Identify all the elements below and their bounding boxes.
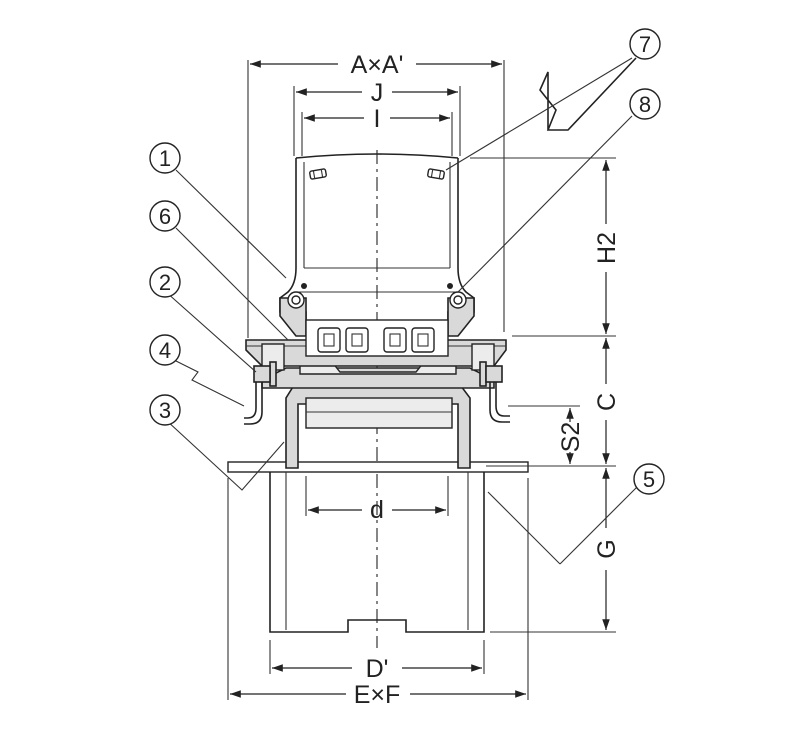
dim-label-g: G [593,539,621,558]
break-line [539,57,637,131]
callout-6: 6 [149,200,181,232]
svg-text:2: 2 [159,270,171,295]
dim-label-i: I [374,105,381,133]
anchor-pipe-left [244,382,263,425]
drain-body [261,361,495,469]
svg-text:4: 4 [159,338,171,363]
callout-7: 7 [629,28,661,60]
dimension-lines [230,60,610,698]
callout-1: 1 [149,142,181,174]
dim-label-d-prime: D' [366,655,389,683]
dim-label-a-a: A×A' [351,51,404,79]
callout-8: 8 [629,88,661,120]
dim-label-d: d [370,496,384,524]
callout-5: 5 [633,463,665,495]
svg-text:6: 6 [159,204,171,229]
svg-text:7: 7 [639,32,651,57]
anchor-pipe-right [489,382,510,423]
dim-label-e-f: E×F [354,681,401,709]
callout-2: 2 [149,266,181,298]
svg-text:3: 3 [159,398,171,423]
leader-lines [165,57,641,565]
svg-text:1: 1 [159,146,171,171]
dim-label-h2: H2 [593,232,621,264]
callout-3: 3 [149,394,181,426]
callout-4: 4 [149,334,181,366]
svg-text:8: 8 [639,92,651,117]
strainer [279,153,475,357]
dim-label-s2: S2 [557,422,585,453]
extension-lines [227,60,616,700]
lower-sleeve [227,461,529,633]
dim-label-j: J [371,79,384,107]
dim-label-c: C [593,393,621,411]
svg-text:5: 5 [643,467,655,492]
